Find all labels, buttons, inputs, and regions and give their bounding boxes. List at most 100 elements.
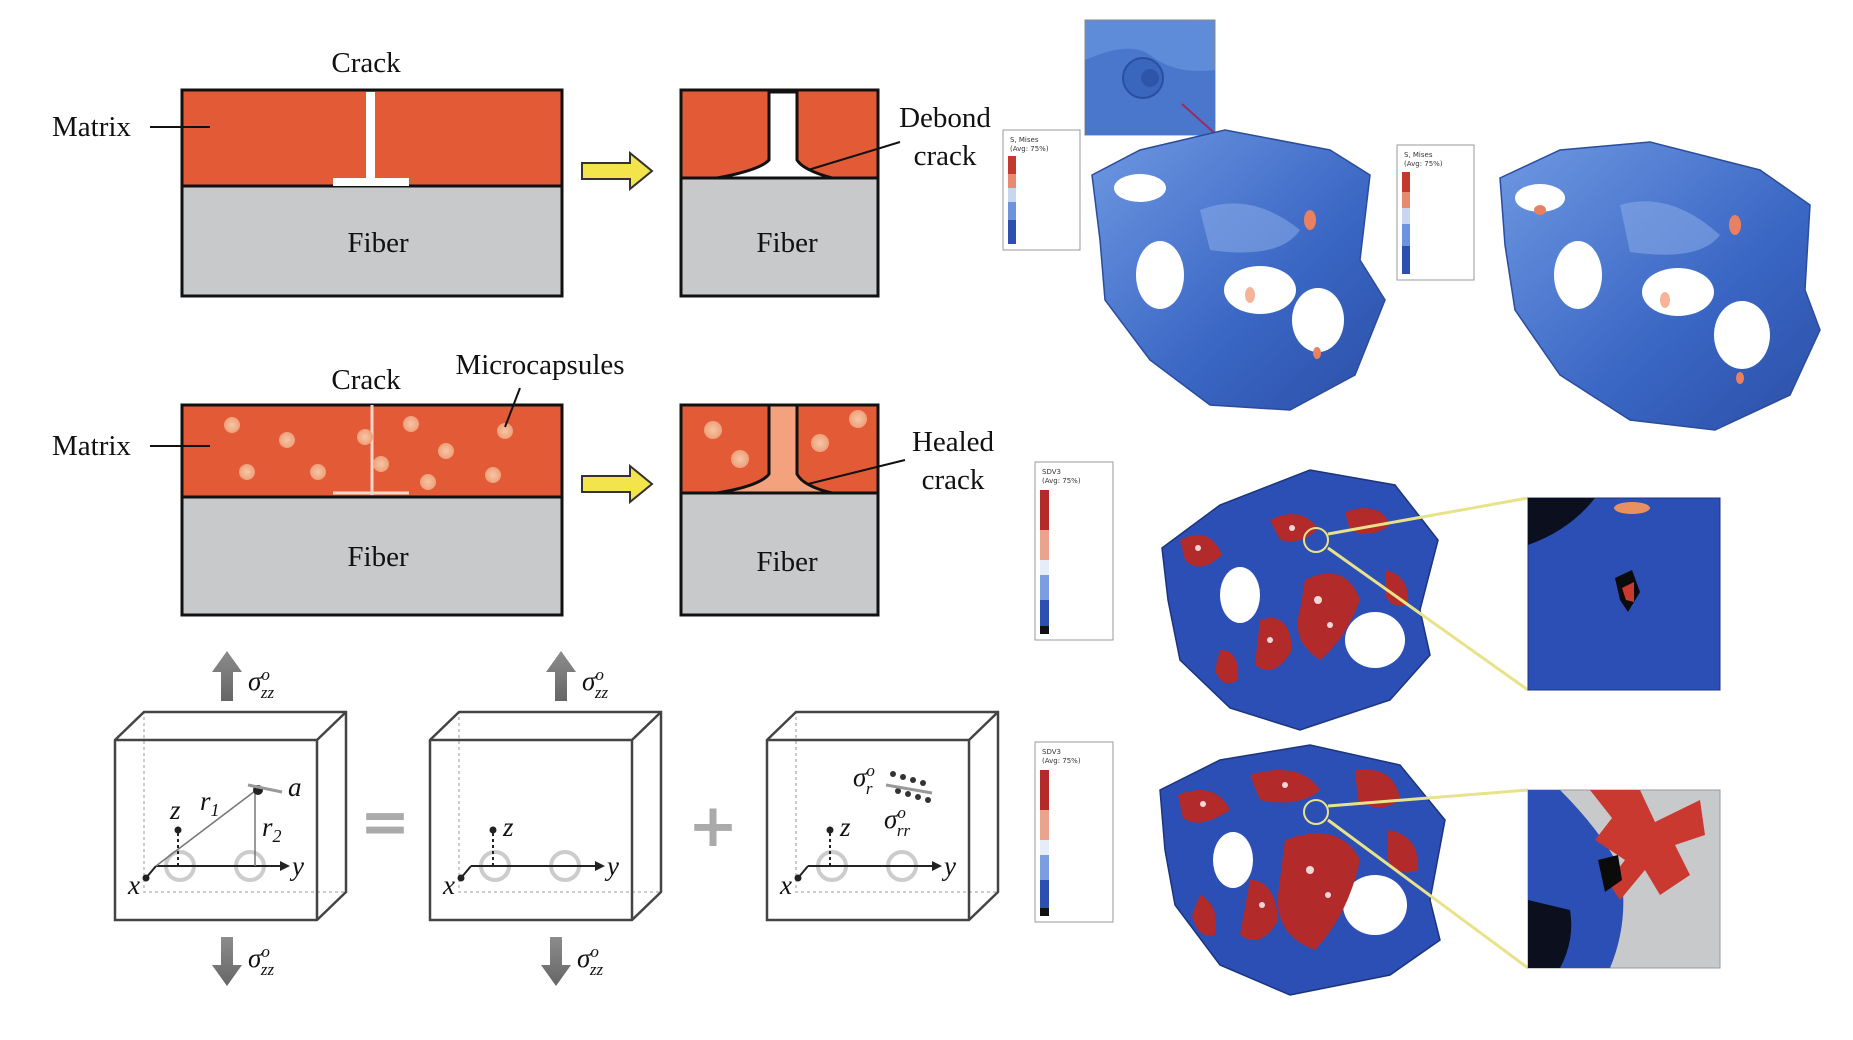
cube-hotspot xyxy=(1729,215,1741,235)
legend-title: SDV3 xyxy=(1042,748,1061,756)
zoom-target-circle xyxy=(1303,799,1329,825)
damage-speckle xyxy=(1267,637,1273,643)
fiber-block xyxy=(679,176,880,298)
microcapsule xyxy=(849,410,867,428)
legend-mises-2: S, Mises (Avg: 75%) xyxy=(1396,144,1475,281)
microcapsules xyxy=(224,416,513,490)
box-edge xyxy=(316,711,347,741)
box-back-face xyxy=(458,711,662,893)
damage-speckle xyxy=(1282,782,1288,788)
box-back-face xyxy=(143,711,347,893)
axis-x-dot xyxy=(142,874,150,882)
legend-bar-orange xyxy=(1008,174,1016,188)
microcapsule-diagram-after: Healed crack Fiber xyxy=(679,403,995,617)
legend-damage-2: SDV3 (Avg: 75%) xyxy=(1034,741,1114,923)
cube-void xyxy=(1136,241,1184,309)
damage-patch xyxy=(1215,650,1239,684)
r1-label: r1 xyxy=(200,786,220,820)
microcapsule xyxy=(497,423,513,439)
axis-x-label: x xyxy=(127,870,140,900)
mises-zoom-inset xyxy=(1084,19,1277,190)
legend-bar-light xyxy=(1402,208,1410,224)
matrix-label: Matrix xyxy=(52,111,131,143)
microcapsule xyxy=(438,443,454,459)
cube-void xyxy=(1515,184,1565,212)
legend-bar-red xyxy=(1040,770,1049,810)
debond-label-line2: crack xyxy=(914,140,977,172)
box-outline xyxy=(428,710,663,922)
crack-label: Crack xyxy=(331,364,401,396)
traction-dot xyxy=(900,774,906,780)
microcapsule xyxy=(357,429,373,445)
cube-hotspot xyxy=(1304,210,1316,230)
damage-zoom-2 xyxy=(1527,789,1721,969)
damage-speckle xyxy=(1306,866,1314,874)
traction-dot xyxy=(920,780,926,786)
microcapsule xyxy=(373,456,389,472)
fiber-label: Fiber xyxy=(347,227,409,259)
arrow-down-shape xyxy=(212,937,242,986)
cube-hotspot xyxy=(1313,347,1321,359)
legend-bar-red xyxy=(1040,490,1049,530)
legend-bar-lightblue xyxy=(1040,575,1049,600)
damage-cube-2 xyxy=(1159,744,1529,996)
debond-diagram-before: Crack Matrix Fiber xyxy=(52,47,564,298)
legend-avg: (Avg: 75%) xyxy=(1042,757,1081,765)
legend-bar-white xyxy=(1040,560,1049,575)
zoom-line xyxy=(1327,496,1529,536)
axis-y-label: y xyxy=(604,851,619,881)
legend-bar-white xyxy=(1040,840,1049,855)
damage-cube-1 xyxy=(1161,469,1529,731)
damage-patch xyxy=(1192,895,1216,936)
microcapsule xyxy=(224,417,240,433)
healed-leader xyxy=(807,459,906,485)
microcapsule xyxy=(310,464,326,480)
legend-mises-1: S, Mises (Avg: 75%) xyxy=(1002,129,1081,251)
debond-crack-shape xyxy=(716,90,833,180)
microcapsules-leader xyxy=(504,387,521,428)
legend-bar-mid xyxy=(1008,202,1016,220)
superposition-box-1: z x y r1 r2 a xyxy=(113,710,348,922)
box-back-face xyxy=(795,711,999,893)
fiber-label: Fiber xyxy=(756,227,818,259)
legend-title: S, Mises xyxy=(1404,151,1433,159)
legend-bar-blue xyxy=(1040,600,1049,626)
crack-label: Crack xyxy=(331,47,401,79)
microcapsule xyxy=(704,421,722,439)
legend-bar-red xyxy=(1008,156,1016,174)
axis-y-head xyxy=(595,861,605,871)
zoom-crack xyxy=(1598,855,1622,892)
box-edge xyxy=(631,711,662,741)
fiber-block xyxy=(679,491,880,617)
traction-dot xyxy=(905,791,911,797)
crack-base xyxy=(333,178,409,186)
debond-diagram-after: Debond crack Fiber xyxy=(679,88,991,298)
microcapsule-diagram-before: Crack Microcapsules Matrix Fiber xyxy=(52,349,625,617)
axis-z-label: z xyxy=(839,812,851,842)
microcapsule xyxy=(403,416,419,432)
damage-patch xyxy=(1388,830,1419,873)
healed-crack-shape xyxy=(716,403,833,495)
arrow-up-shape xyxy=(546,651,576,701)
damage-patch xyxy=(1240,880,1278,940)
cube-void xyxy=(1224,266,1296,314)
zoom-dark-region xyxy=(1528,900,1572,968)
traction-dot xyxy=(895,788,901,794)
microcapsule xyxy=(279,432,295,448)
axis-x-dot xyxy=(794,874,802,882)
damage-regions xyxy=(1178,769,1419,950)
cube-hotspot xyxy=(1534,205,1546,215)
cube-void xyxy=(1714,301,1770,369)
cube-hotspot xyxy=(1245,287,1255,303)
axis-y-head xyxy=(932,861,942,871)
axis-z-dot xyxy=(174,826,182,834)
legend-avg: (Avg: 75%) xyxy=(1404,160,1443,168)
plus-operator: + xyxy=(688,791,738,861)
zoom-hotspot xyxy=(1614,502,1650,514)
microcapsule xyxy=(731,450,749,468)
arrow-up-shape xyxy=(212,651,242,701)
